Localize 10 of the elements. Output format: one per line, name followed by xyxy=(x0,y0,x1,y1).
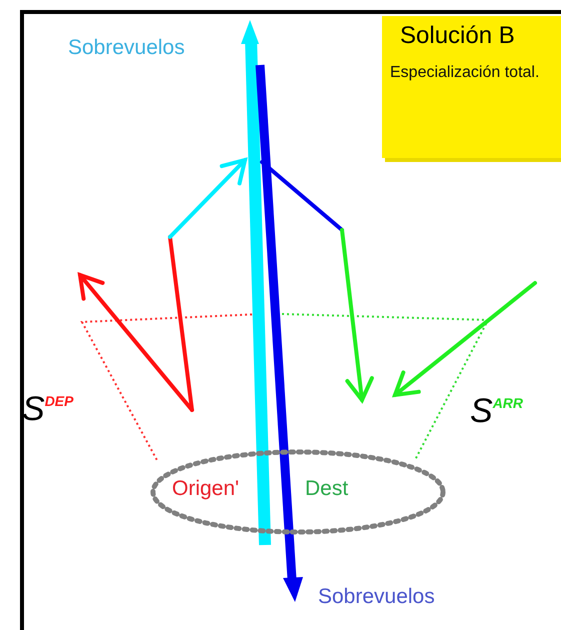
airport-label: Dest xyxy=(305,477,348,501)
flow-label: Sobrevuelos xyxy=(318,585,435,609)
note-card xyxy=(382,16,561,158)
airport-label: Origen' xyxy=(172,477,240,501)
sector-label: S$^{ARR}$ xyxy=(470,392,524,431)
note-title: Solución B xyxy=(400,22,516,50)
airport-ellipse xyxy=(150,449,446,535)
flow-label: Sobrevuelos xyxy=(68,36,185,60)
sector-label: S$^{DEP}$ xyxy=(22,390,74,429)
note-text: Especialización total. xyxy=(390,63,540,83)
